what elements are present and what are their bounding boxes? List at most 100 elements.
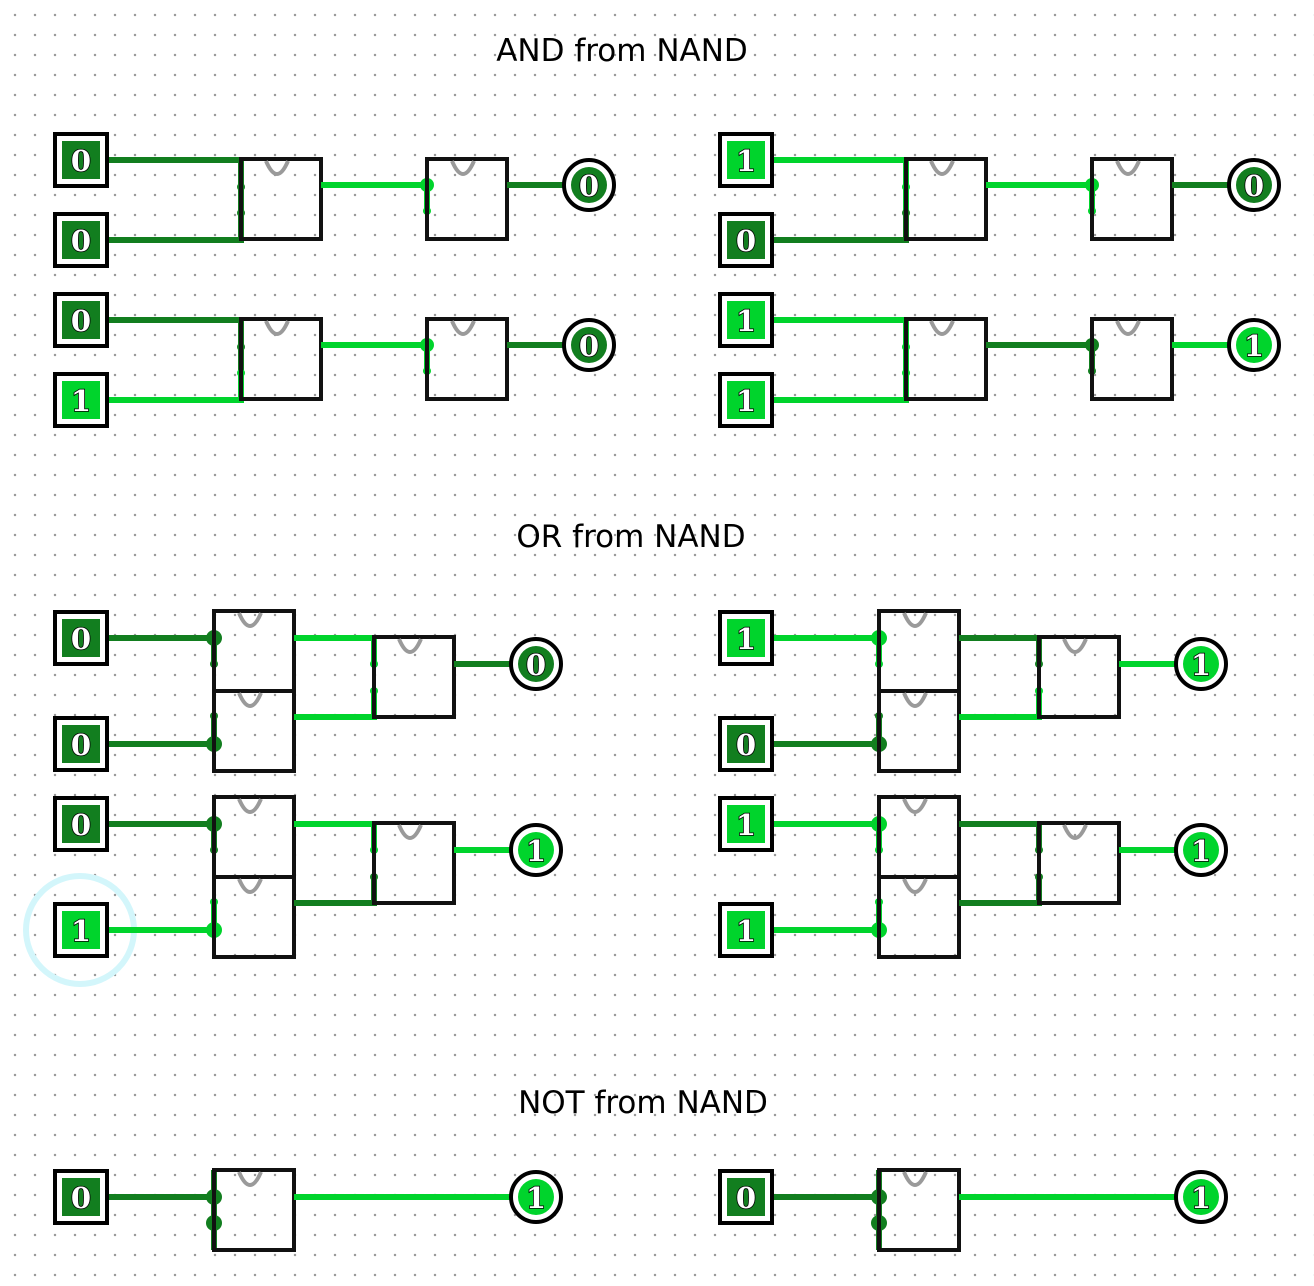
input-pin-value: 0 (736, 728, 756, 762)
output-led-value: 1 (526, 1181, 546, 1215)
nand-gate-icon[interactable] (877, 609, 961, 693)
output-led-fill (571, 327, 607, 363)
input-pin[interactable]: 0 (53, 292, 109, 348)
output-led: 1 (1174, 823, 1228, 877)
wire (294, 635, 377, 664)
input-pin[interactable]: 0 (53, 212, 109, 268)
nand-gate-body (877, 689, 961, 773)
output-led: 0 (562, 158, 616, 212)
wire (107, 375, 244, 403)
output-led-fill (518, 1179, 554, 1215)
nand-gate-icon[interactable] (212, 1168, 296, 1252)
nand-gate-notch (237, 1171, 263, 1187)
output-led: 1 (1227, 318, 1281, 372)
input-pin-value: 0 (71, 622, 91, 656)
nand-gate-icon[interactable] (877, 795, 961, 879)
nand-gate-body (904, 317, 988, 401)
input-pin[interactable]: 0 (718, 1169, 774, 1225)
input-pin[interactable]: 1 (53, 902, 109, 958)
wire (959, 877, 1042, 906)
nand-gate-body (1090, 157, 1174, 241)
input-pin-fill (727, 725, 765, 763)
output-led-value: 0 (579, 329, 599, 363)
input-pin-fill (727, 805, 765, 843)
input-pin[interactable]: 0 (53, 716, 109, 772)
not-section-title: NOT from NAND (518, 1085, 768, 1121)
input-pin[interactable]: 1 (718, 292, 774, 348)
nand-gate-icon[interactable] (904, 317, 988, 401)
nand-gate-notch (450, 320, 476, 336)
wire (986, 182, 1095, 211)
nand-gate-body (212, 689, 296, 773)
input-pin-value: 0 (71, 304, 91, 338)
output-led: 0 (562, 318, 616, 372)
output-led: 1 (1174, 637, 1228, 691)
nand-gate-body (239, 317, 323, 401)
nand-gate-icon[interactable] (425, 157, 509, 241)
nand-gate-icon[interactable] (1037, 821, 1121, 905)
nand-gate-icon[interactable] (877, 875, 961, 959)
wire (294, 691, 377, 720)
nand-gate-icon[interactable] (1037, 635, 1121, 719)
nand-gate-icon[interactable] (239, 157, 323, 241)
nand-gate-icon[interactable] (372, 635, 456, 719)
output-led-value: 1 (1191, 834, 1211, 868)
nand-gate-icon[interactable] (212, 689, 296, 773)
output-led-value: 0 (526, 648, 546, 682)
nand-gate-icon[interactable] (1090, 317, 1174, 401)
output-led: 0 (1227, 158, 1281, 212)
nand-gate-icon[interactable] (239, 317, 323, 401)
input-pin-fill (727, 221, 765, 259)
nand-gate-notch (902, 878, 928, 894)
input-pin[interactable]: 0 (53, 1169, 109, 1225)
input-pin[interactable]: 1 (53, 372, 109, 428)
input-pin[interactable]: 1 (718, 610, 774, 666)
input-pin[interactable]: 1 (718, 796, 774, 852)
nand-gate-icon[interactable] (904, 157, 988, 241)
input-pin-value: 0 (736, 1181, 756, 1215)
nand-gate-notch (902, 612, 928, 628)
input-pin-fill (62, 911, 100, 949)
wire (107, 157, 244, 180)
nand-gate-body (425, 157, 509, 241)
nand-gate-icon[interactable] (425, 317, 509, 401)
input-pin-value: 1 (736, 144, 756, 178)
nand-gate-icon[interactable] (372, 821, 456, 905)
input-pin[interactable]: 1 (718, 902, 774, 958)
input-pin[interactable]: 1 (718, 372, 774, 428)
input-pin[interactable]: 1 (718, 132, 774, 188)
or-section-title: OR from NAND (516, 519, 745, 555)
input-pin-value: 1 (736, 808, 756, 842)
input-pin-value: 0 (71, 728, 91, 762)
output-led-value: 1 (1244, 329, 1264, 363)
nand-gate-body (212, 875, 296, 959)
nand-gate-icon[interactable] (212, 875, 296, 959)
wire (959, 821, 1042, 850)
output-led-value: 0 (579, 169, 599, 203)
nand-gate-notch (902, 798, 928, 814)
input-pin-value: 1 (736, 914, 756, 948)
nand-gate-notch (1115, 160, 1141, 176)
wire (321, 342, 430, 371)
input-pin[interactable]: 0 (718, 716, 774, 772)
input-pin-fill (62, 381, 100, 419)
output-led-fill (518, 646, 554, 682)
output-led-fill (1236, 327, 1272, 363)
input-pin[interactable]: 0 (53, 796, 109, 852)
wire (294, 877, 377, 906)
nand-gate-icon[interactable] (877, 1168, 961, 1252)
nand-gate-icon[interactable] (212, 609, 296, 693)
input-pin-fill (727, 911, 765, 949)
nand-gate-notch (929, 160, 955, 176)
input-pin[interactable]: 0 (718, 212, 774, 268)
nand-gate-icon[interactable] (877, 689, 961, 773)
input-pin[interactable]: 0 (53, 610, 109, 666)
input-pin[interactable]: 0 (53, 132, 109, 188)
nand-gate-icon[interactable] (212, 795, 296, 879)
input-pin-fill (727, 381, 765, 419)
input-pin-value: 0 (736, 224, 756, 258)
nand-gate-icon[interactable] (1090, 157, 1174, 241)
nand-gate-notch (264, 320, 290, 336)
